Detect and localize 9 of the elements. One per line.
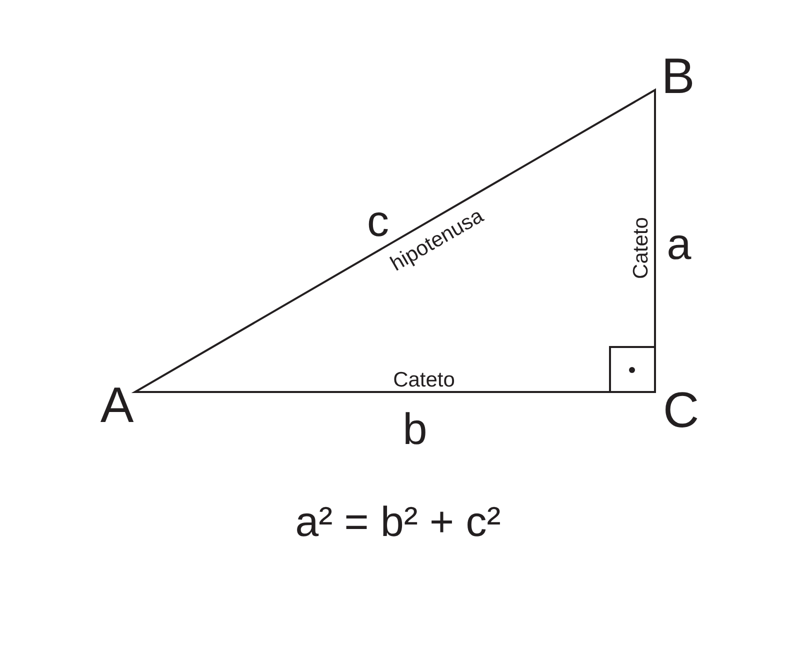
side-label: a <box>666 223 692 267</box>
formula: a² = b² + c² <box>295 501 501 543</box>
side-label: c <box>367 200 389 244</box>
vertex-label: C <box>662 385 700 435</box>
side-label: b <box>402 408 428 452</box>
vertex-label: A <box>100 380 134 430</box>
side-name: Cateto <box>393 370 455 390</box>
vertex-label: B <box>661 51 695 101</box>
side-name: Cateto <box>630 217 652 279</box>
